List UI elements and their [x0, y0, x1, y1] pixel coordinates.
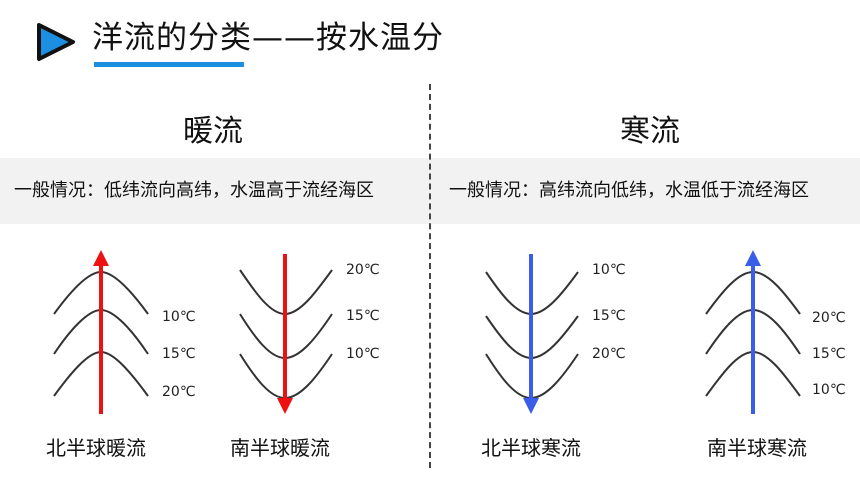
title-underline	[94, 62, 244, 67]
page-title: 洋流的分类——按水温分	[92, 20, 444, 56]
temp-label: 10℃	[592, 262, 626, 278]
temp-label: 15℃	[812, 346, 846, 362]
temp-label: 15℃	[162, 346, 196, 362]
cold-current-description: 一般情况：高纬流向低纬，水温低于流经海区	[449, 180, 809, 201]
temp-label: 20℃	[162, 384, 196, 400]
temp-label: 10℃	[346, 346, 380, 362]
temp-label: 15℃	[592, 308, 626, 324]
section-divider	[429, 84, 431, 468]
temp-label: 20℃	[346, 262, 380, 278]
south-warm-caption: 南半球暖流	[230, 436, 330, 460]
warm-current-heading: 暖流	[183, 114, 243, 149]
south-cold-caption: 南半球寒流	[707, 436, 807, 460]
south-cold-diagram: 20℃ 15℃ 10℃	[705, 250, 846, 414]
temp-label: 15℃	[346, 308, 380, 324]
play-icon	[37, 23, 75, 61]
south-warm-diagram: 20℃ 15℃ 10℃	[239, 254, 380, 414]
north-cold-caption: 北半球寒流	[481, 436, 581, 460]
temp-label: 20℃	[592, 346, 626, 362]
warm-current-description: 一般情况：低纬流向高纬，水温高于流经海区	[14, 180, 374, 201]
temp-label: 10℃	[162, 309, 196, 325]
north-cold-diagram: 10℃ 15℃ 20℃	[485, 254, 626, 414]
cold-current-heading: 寒流	[620, 114, 680, 149]
north-warm-caption: 北半球暖流	[46, 436, 146, 460]
temp-label: 10℃	[812, 382, 846, 398]
north-warm-diagram: 10℃ 15℃ 20℃	[53, 250, 196, 414]
temp-label: 20℃	[812, 310, 846, 326]
